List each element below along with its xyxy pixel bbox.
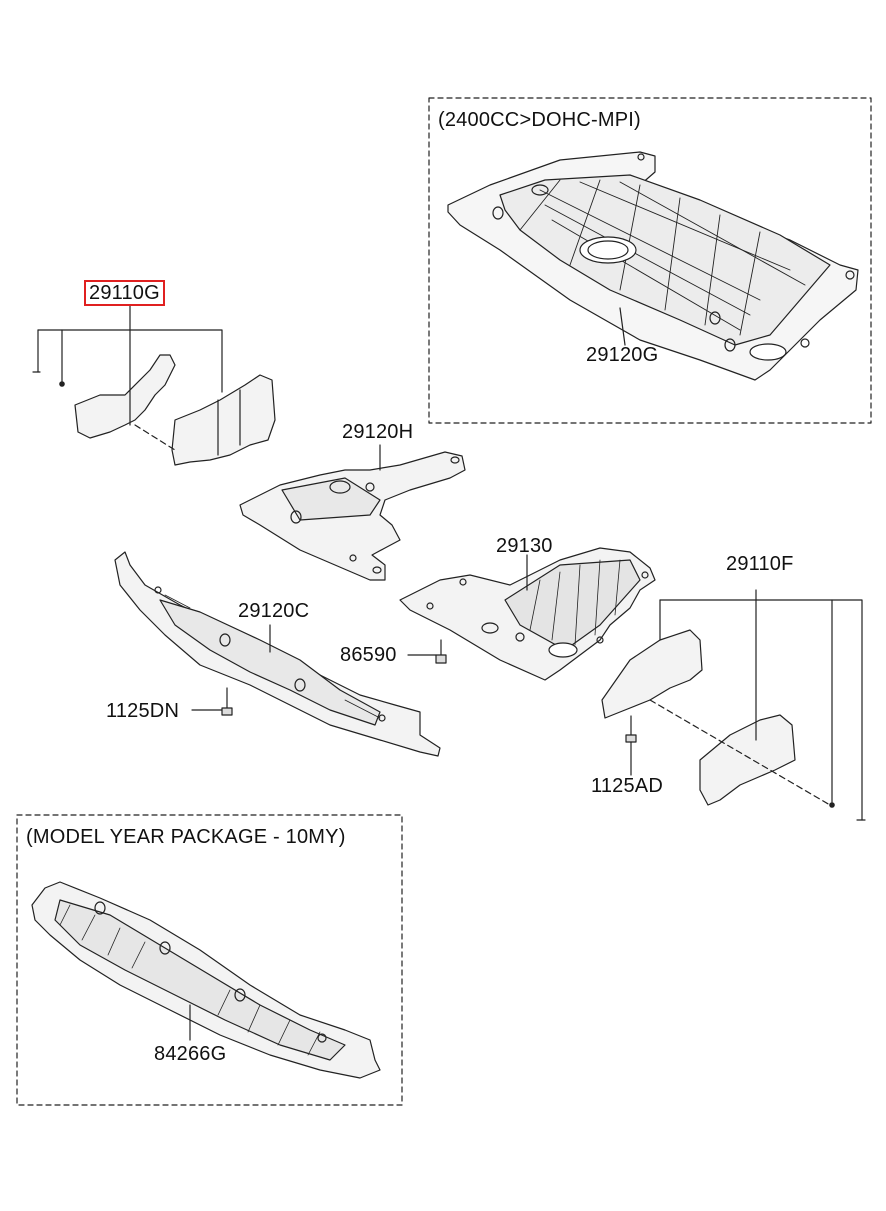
part-label-86590[interactable]: 86590: [340, 644, 397, 666]
part-label-29120h[interactable]: 29120H: [342, 421, 414, 443]
bolt-1125dn: [191, 687, 233, 716]
part-label-1125ad[interactable]: 1125AD: [591, 775, 663, 797]
side-cover-29110g: [32, 304, 276, 466]
center-cover-29120h: [239, 444, 466, 581]
part-label-1125dn[interactable]: 1125DN: [106, 700, 180, 722]
part-label-29130[interactable]: 29130: [496, 535, 553, 557]
engine-option-label: (2400CC>DOHC-MPI): [438, 109, 641, 131]
side-cover-29110f: [601, 589, 866, 821]
bolt-1125ad: [625, 715, 637, 776]
engine-option-box: [428, 97, 872, 424]
part-label-29110f[interactable]: 29110F: [726, 553, 794, 575]
model-year-package-box: [16, 814, 403, 1106]
clip-86590: [407, 639, 447, 664]
part-label-29120g[interactable]: 29120G: [586, 344, 659, 366]
part-label-84266g[interactable]: 84266G: [154, 1043, 227, 1065]
front-cover-29120c: [114, 551, 441, 757]
rear-cover-29130: [399, 547, 656, 681]
front-cover-84266g: [31, 881, 381, 1079]
under-cover-29120g: [447, 151, 859, 381]
part-label-29110g[interactable]: 29110G: [84, 280, 165, 306]
part-label-29120c[interactable]: 29120C: [238, 600, 310, 622]
model-year-package-label: (MODEL YEAR PACKAGE - 10MY): [26, 826, 346, 848]
